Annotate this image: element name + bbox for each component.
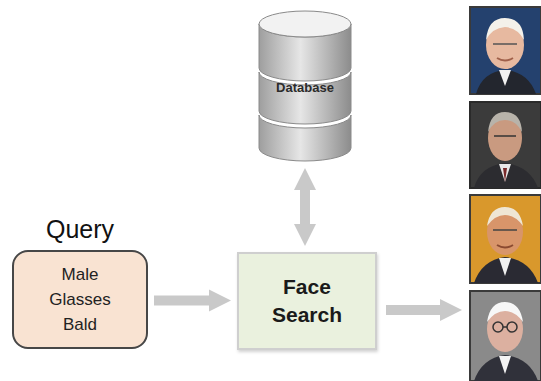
node-label: Database [258,80,352,95]
flow-arrow [300,190,310,224]
box-text: Male Glasses Bald [49,262,110,337]
flow-arrow [154,296,209,306]
box-heading: Query [12,212,148,246]
face-photo [470,291,541,381]
face-photo [470,102,541,188]
process-box: Face Search [237,252,377,350]
box-outline: Male Glasses Bald [12,250,148,349]
result-arrow [386,305,440,315]
face-photo [470,195,541,283]
box-outline: Face Search [237,252,377,350]
query-box: QueryMale Glasses Bald [12,212,148,349]
face-photo [470,7,541,94]
database-cylinder: Database [258,10,352,162]
box-text: Face Search [272,273,342,329]
